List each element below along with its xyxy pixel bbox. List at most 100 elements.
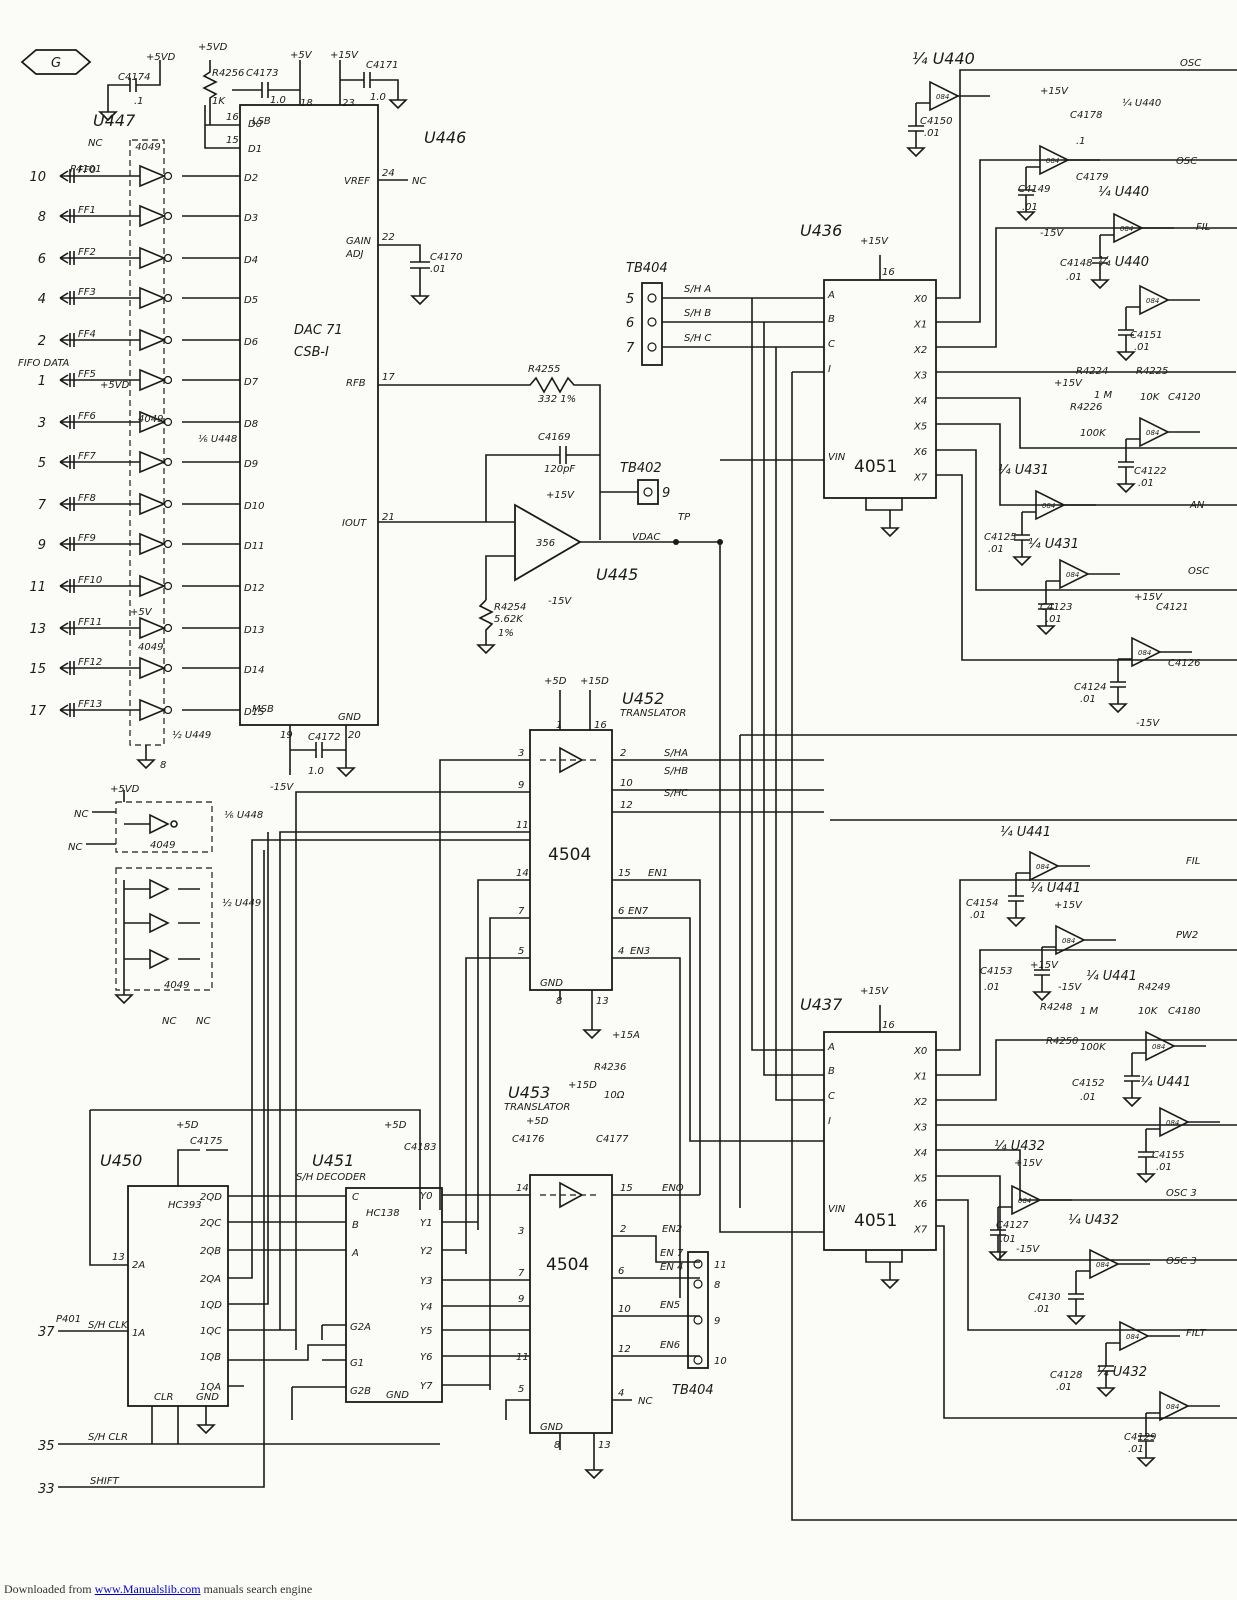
svg-text:4: 4 — [618, 946, 624, 957]
dac-input-label: D12 — [244, 583, 264, 594]
svg-text:.01: .01 — [1022, 202, 1038, 213]
hc393-pin-label: 2QB — [200, 1246, 221, 1257]
svg-text:C4171: C4171 — [366, 60, 398, 71]
hc138-output-label: Y6 — [420, 1352, 432, 1363]
opamp-buffer: 084 — [1006, 850, 1090, 928]
mux-input-label: VIN — [828, 452, 846, 463]
hc138-output-label: Y3 — [420, 1276, 432, 1287]
svg-text:EN2: EN2 — [662, 1224, 682, 1235]
opamp-buffer: 084 — [1116, 416, 1200, 494]
manualslib-link[interactable]: www.Manualslib.com — [94, 1582, 201, 1596]
svg-text:+5V: +5V — [130, 607, 153, 618]
svg-text:.01: .01 — [430, 264, 446, 275]
svg-text:NC: NC — [88, 138, 102, 149]
svg-text:+5V: +5V — [290, 50, 313, 61]
svg-text:16: 16 — [882, 267, 895, 278]
mux-output-label: X7 — [913, 1225, 928, 1236]
svg-text:CSB-I: CSB-I — [294, 345, 329, 360]
fifo-pin-number: 7 — [38, 498, 47, 513]
svg-text:EN 4: EN 4 — [660, 1262, 683, 1273]
svg-text:TP: TP — [678, 512, 691, 523]
svg-text:.01: .01 — [1034, 1304, 1050, 1315]
dac-input-label: D11 — [244, 541, 264, 552]
svg-text:U452: U452 — [622, 689, 664, 708]
fifo-signal-name: FF6 — [78, 411, 96, 422]
fifo-signal-name: FF13 — [78, 699, 102, 710]
svg-text:+15V: +15V — [860, 986, 889, 997]
svg-text:.01: .01 — [1046, 614, 1062, 625]
mux-input-label: C — [828, 339, 835, 350]
fifo-signal-name: FF1 — [78, 205, 96, 216]
svg-text:C4122: C4122 — [1134, 466, 1166, 477]
svg-text:+15V: +15V — [860, 236, 889, 247]
mux-output-label: X7 — [913, 473, 928, 484]
svg-text:C4120: C4120 — [1168, 392, 1200, 403]
svg-text:DAC 71: DAC 71 — [294, 323, 343, 338]
svg-text:1.0: 1.0 — [270, 95, 286, 106]
svg-text:4049: 4049 — [135, 142, 160, 153]
svg-text:ADJ: ADJ — [345, 249, 364, 260]
svg-text:D1: D1 — [248, 144, 262, 155]
svg-text:S/H B: S/H B — [684, 308, 711, 319]
svg-text:15: 15 — [620, 1183, 633, 1194]
svg-text:C4149: C4149 — [1018, 184, 1050, 195]
svg-text:16: 16 — [882, 1020, 895, 1031]
svg-text:EN7: EN7 — [628, 906, 649, 917]
svg-text:G2A: G2A — [350, 1322, 371, 1333]
fifo-pin-number: 13 — [29, 622, 46, 637]
svg-text:.01: .01 — [1134, 342, 1150, 353]
dac71-chip — [239, 104, 379, 726]
opamp-buffer: 084 — [1136, 1390, 1220, 1468]
svg-text:C4172: C4172 — [308, 732, 340, 743]
svg-text:U437: U437 — [800, 995, 843, 1014]
fifo-signal-name: FF0 — [78, 165, 96, 176]
dac-input-label: D4 — [244, 255, 258, 266]
svg-text:S/H C: S/H C — [684, 333, 711, 344]
svg-text:084: 084 — [1166, 1403, 1179, 1411]
svg-text:C4123: C4123 — [1040, 602, 1072, 613]
svg-text:35: 35 — [38, 1439, 55, 1454]
svg-text:084: 084 — [1126, 1333, 1139, 1341]
svg-text:100K: 100K — [1080, 428, 1107, 439]
svg-text:C4179: C4179 — [1076, 172, 1108, 183]
svg-text:+5VD: +5VD — [198, 42, 228, 53]
svg-text:GND: GND — [540, 978, 563, 989]
svg-text:¼ U440: ¼ U440 — [912, 49, 975, 68]
dac-input-label: D7 — [244, 377, 259, 388]
hc138-output-label: Y1 — [420, 1218, 432, 1229]
svg-text:084: 084 — [1146, 429, 1159, 437]
mux-input-label: B — [828, 1066, 835, 1077]
svg-text:+5VD: +5VD — [146, 52, 176, 63]
hc393-pin-label: 1QD — [200, 1300, 222, 1311]
mux-input-label: A — [827, 290, 835, 301]
svg-text:+5VD: +5VD — [100, 380, 130, 391]
svg-text:+15V: +15V — [330, 50, 359, 61]
svg-text:23: 23 — [342, 98, 355, 109]
svg-text:10Ω: 10Ω — [604, 1090, 625, 1101]
svg-text:13: 13 — [598, 1440, 611, 1451]
svg-text:⅙ U448: ⅙ U448 — [224, 810, 263, 821]
svg-text:MSB: MSB — [252, 704, 274, 715]
svg-text:15: 15 — [618, 868, 631, 879]
svg-text:+15A: +15A — [612, 1030, 640, 1041]
svg-text:C4155: C4155 — [1152, 1150, 1184, 1161]
svg-text:R4236: R4236 — [594, 1062, 626, 1073]
tb404-connector — [641, 282, 663, 366]
svg-text:NC: NC — [638, 1396, 652, 1407]
svg-text:TB404: TB404 — [672, 1383, 714, 1398]
svg-text:-15V: -15V — [270, 782, 294, 793]
mux-output-label: X5 — [913, 422, 927, 433]
svg-text:8: 8 — [714, 1280, 720, 1291]
svg-text:G: G — [51, 56, 61, 71]
svg-text:084: 084 — [1096, 1261, 1109, 1269]
opamp-buffer: 084 — [1116, 284, 1200, 362]
svg-text:AN: AN — [1189, 500, 1205, 511]
svg-text:R4248: R4248 — [1040, 1002, 1072, 1013]
svg-text:U446: U446 — [424, 128, 466, 147]
fifo-pin-number: 11 — [29, 580, 46, 595]
svg-text:G2B: G2B — [350, 1386, 371, 1397]
svg-text:+5D: +5D — [526, 1116, 549, 1127]
